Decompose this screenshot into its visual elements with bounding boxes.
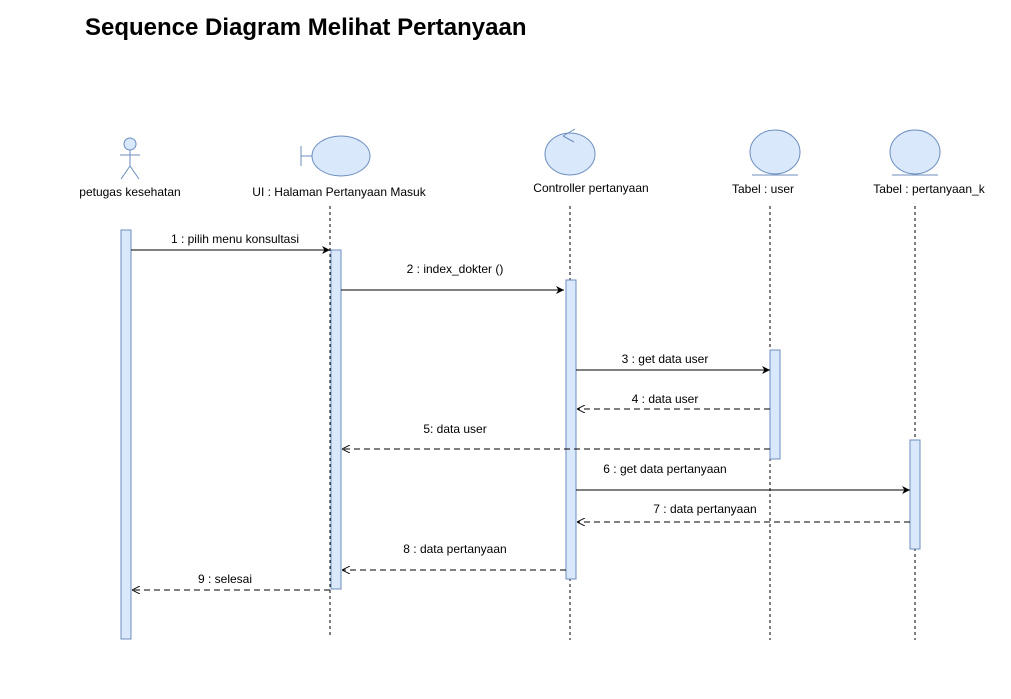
entity-icon bbox=[749, 129, 801, 176]
control-icon bbox=[544, 128, 596, 176]
message-label: 1 : pilih menu konsultasi bbox=[171, 232, 299, 246]
participant-tabel-user[interactable]: Tabel : user bbox=[732, 129, 801, 196]
message-label: 4 : data user bbox=[632, 392, 699, 406]
message-label: 7 : data pertanyaan bbox=[653, 502, 756, 516]
message-label: 3 : get data user bbox=[622, 352, 709, 366]
participant-ui-halaman-pertanyaan-masuk[interactable]: UI : Halaman Pertanyaan Masuk bbox=[252, 135, 427, 199]
entity-icon bbox=[889, 129, 941, 176]
message-label: 6 : get data pertanyaan bbox=[603, 462, 726, 476]
participant-controller-pertanyaan[interactable]: Controller pertanyaan bbox=[533, 128, 649, 195]
participant-petugas-kesehatan[interactable]: petugas kesehatan bbox=[79, 137, 181, 199]
activation-bar-ui bbox=[330, 249, 342, 590]
message-label: 9 : selesai bbox=[198, 572, 252, 586]
message-label: 8 : data pertanyaan bbox=[403, 542, 506, 556]
participant-tabel-pertanyaan-k[interactable]: Tabel : pertanyaan_k bbox=[873, 129, 986, 196]
activation-bar-pertanyaan bbox=[909, 439, 921, 550]
participant-label: Controller pertanyaan bbox=[533, 181, 648, 195]
participant-label: Tabel : pertanyaan_k bbox=[873, 182, 985, 196]
participant-label: UI : Halaman Pertanyaan Masuk bbox=[252, 185, 426, 199]
boundary-icon bbox=[300, 135, 371, 177]
activation-bar-user bbox=[769, 349, 781, 460]
participant-label: Tabel : user bbox=[732, 182, 794, 196]
diagram-title: Sequence Diagram Melihat Pertanyaan bbox=[85, 14, 527, 41]
activation-bar-actor bbox=[120, 229, 132, 640]
activation-bar-controller bbox=[565, 279, 577, 580]
message-label: 2 : index_dokter () bbox=[407, 262, 504, 276]
actor-icon bbox=[120, 137, 140, 180]
participant-label: petugas kesehatan bbox=[79, 185, 180, 199]
message-label: 5: data user bbox=[423, 422, 486, 436]
